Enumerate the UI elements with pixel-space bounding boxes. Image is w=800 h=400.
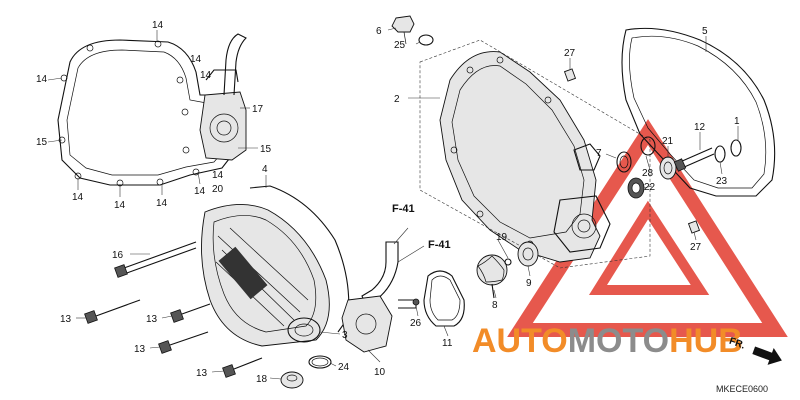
bolt-16 <box>114 241 197 278</box>
bolt-13b <box>170 303 211 323</box>
label-17: 17 <box>252 104 264 115</box>
label-28: 28 <box>642 168 654 179</box>
label-13b: 13 <box>146 314 158 325</box>
inner-cover-gasket <box>57 39 237 187</box>
label-13d: 13 <box>196 368 208 379</box>
label-8: 8 <box>492 300 498 311</box>
label-10: 10 <box>374 367 386 378</box>
arrow-right-icon <box>752 346 782 365</box>
oil-filler-cap-18 <box>280 371 304 389</box>
label-25: 25 <box>394 40 406 51</box>
watermark-auto: AUTOMOTOHUB <box>472 322 743 360</box>
label-12: 12 <box>694 122 706 133</box>
label-14b: 14 <box>36 74 48 85</box>
gasket-11 <box>423 270 465 327</box>
label-11: 11 <box>442 338 453 349</box>
label-14g: 14 <box>190 54 202 65</box>
dowel-27b <box>687 220 701 234</box>
label-3: 3 <box>342 330 348 341</box>
o-ring-24 <box>308 355 332 369</box>
ring-23 <box>714 145 726 163</box>
label-27b: 27 <box>690 242 702 253</box>
label-14e: 14 <box>156 198 168 209</box>
bolt-26 <box>412 298 420 306</box>
seal-22 <box>627 177 645 199</box>
label-2: 2 <box>394 94 400 105</box>
water-pump-body <box>199 33 247 161</box>
label-23: 23 <box>716 176 728 187</box>
label-27a: 27 <box>564 48 576 59</box>
label-19: 19 <box>496 232 508 243</box>
leader-lines <box>47 27 739 380</box>
label-16: 16 <box>112 250 124 261</box>
label-9: 9 <box>526 278 532 289</box>
plug-6 <box>391 15 415 45</box>
crankcase-cover-2 <box>439 51 611 263</box>
ring-1 <box>730 139 742 157</box>
label-5: 5 <box>702 26 708 37</box>
label-20: 20 <box>212 184 224 195</box>
shaft-12 <box>673 147 715 172</box>
label-26: 26 <box>410 318 422 329</box>
water-pump-cover-10 <box>341 241 417 353</box>
washer-19 <box>504 258 512 266</box>
label-14i: 14 <box>212 170 224 181</box>
watermark-text: AUTOMOTOHUB <box>472 322 743 360</box>
seal-9 <box>517 241 539 267</box>
label-6: 6 <box>376 26 382 37</box>
label-15b: 15 <box>260 144 272 155</box>
ref-f41-upper: F-41 <box>392 203 415 215</box>
label-22: 22 <box>644 182 656 193</box>
group-outline <box>419 39 651 269</box>
label-13c: 13 <box>134 344 146 355</box>
label-21: 21 <box>662 136 674 147</box>
gasket-5 <box>621 27 776 197</box>
label-1: 1 <box>734 116 740 127</box>
bearing-21 <box>659 156 677 180</box>
seal-7 <box>616 151 632 173</box>
label-14a: 14 <box>152 20 164 31</box>
clutch-cover <box>201 204 330 347</box>
ring-28 <box>640 136 656 156</box>
dowel-27a <box>563 68 577 82</box>
o-ring-25 <box>418 34 434 46</box>
label-14f: 14 <box>194 186 206 197</box>
diagram-code: MKECE0600 <box>716 384 768 394</box>
label-14c: 14 <box>72 192 84 203</box>
fr-label: FR. <box>728 336 747 352</box>
impeller-8 <box>476 254 508 299</box>
label-24: 24 <box>338 362 350 373</box>
label-15a: 15 <box>36 137 48 148</box>
label-14h: 14 <box>200 70 212 81</box>
ref-f41-lower: F-41 <box>428 239 451 251</box>
bolt-13a <box>84 299 141 324</box>
label-18: 18 <box>256 374 268 385</box>
label-14d: 14 <box>114 200 126 211</box>
label-7: 7 <box>596 148 602 159</box>
label-13a: 13 <box>60 314 72 325</box>
label-4: 4 <box>262 164 268 175</box>
bolt-13d <box>222 357 263 378</box>
fr-direction-arrow: FR. <box>728 336 782 365</box>
bolt-13c <box>158 331 209 354</box>
